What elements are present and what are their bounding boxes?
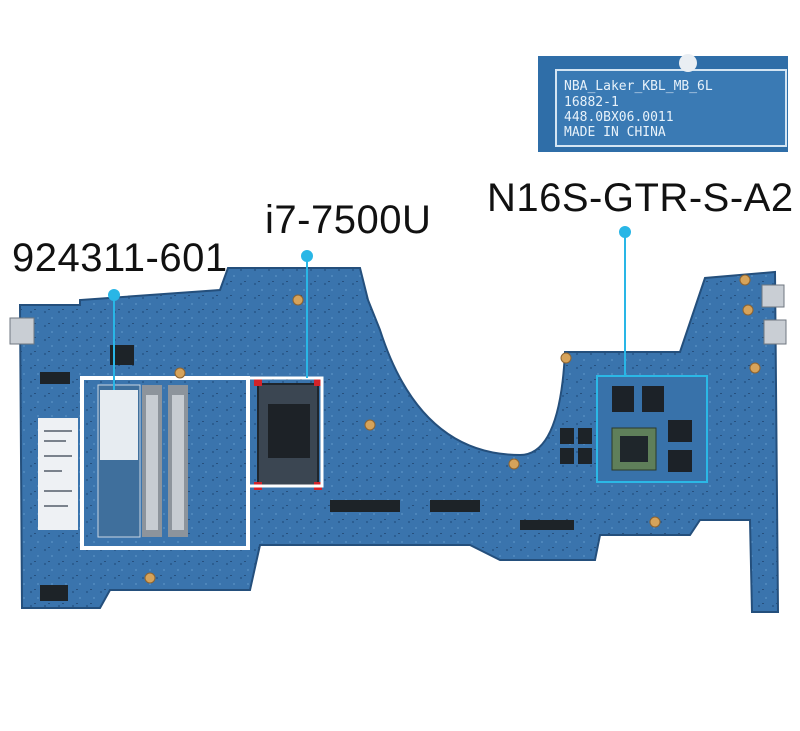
board-label-line1: NBA_Laker_KBL_MB_6L	[564, 79, 713, 94]
callout-dot-cpu	[301, 250, 313, 262]
barcode-sticker	[38, 418, 78, 530]
cpu-highlight-box	[246, 376, 324, 488]
ram-sticker	[100, 390, 138, 460]
usb-port-right-top	[761, 284, 785, 308]
board-label-line3: 448.0BX06.0011	[564, 110, 674, 125]
callout-dot-gpu	[619, 226, 631, 238]
pcb-board	[18, 267, 780, 613]
usb-port-left	[9, 317, 35, 345]
part-number-label: 924311-601	[12, 236, 228, 280]
usb-port-right-bottom	[763, 319, 787, 345]
callout-dot-ram	[108, 289, 120, 301]
cpu-model-label: i7-7500U	[265, 198, 432, 242]
gpu-model-label: N16S-GTR-S-A2	[487, 176, 794, 220]
board-label-line2: 16882-1	[564, 95, 619, 110]
board-label-line4: MADE IN CHINA	[564, 125, 666, 140]
